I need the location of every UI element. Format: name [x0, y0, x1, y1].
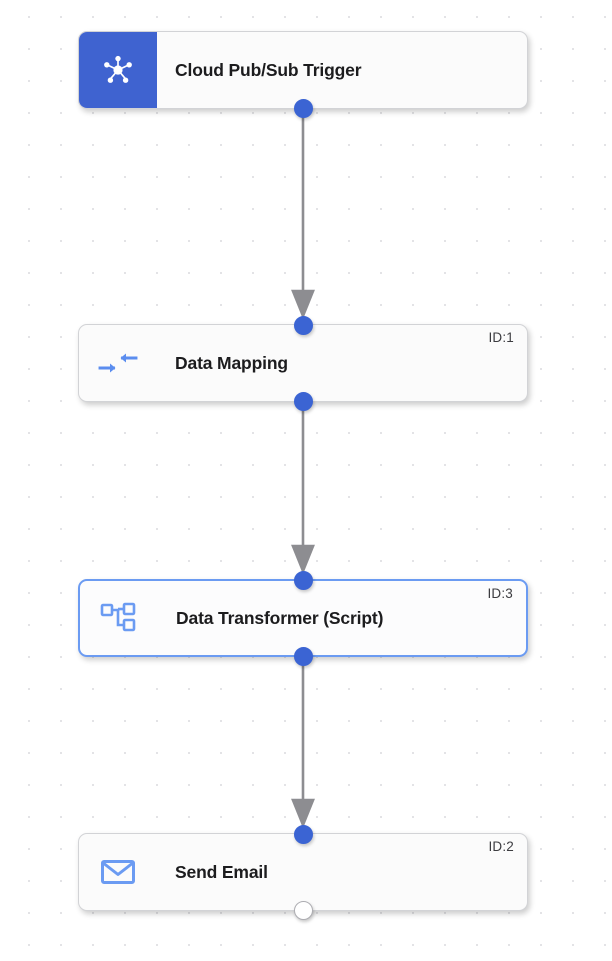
node-id-label: ID:1	[488, 330, 514, 345]
node-input-port[interactable]	[293, 315, 313, 335]
node-schema-icon	[100, 602, 136, 632]
node-send-email[interactable]: Send Email ID:2	[78, 824, 528, 920]
node-label: Data Transformer (Script)	[176, 607, 384, 628]
node-id-label: ID:3	[487, 586, 513, 601]
node-output-port[interactable]	[293, 900, 313, 920]
node-input-port[interactable]	[293, 824, 313, 844]
node-icon-container	[79, 834, 157, 910]
node-icon-container	[79, 32, 157, 108]
node-input-port[interactable]	[293, 570, 313, 590]
node-icon-container	[79, 325, 157, 401]
node-label: Cloud Pub/Sub Trigger	[175, 59, 362, 80]
node-label: Send Email	[175, 861, 268, 882]
node-label: Data Mapping	[175, 352, 288, 373]
node-data-transformer-script[interactable]: Data Transformer (Script) ID:3	[78, 570, 528, 666]
node-icon-container	[80, 581, 158, 655]
pubsub-hub-icon	[104, 55, 132, 83]
node-output-port[interactable]	[293, 646, 313, 666]
node-id-label: ID:2	[488, 839, 514, 854]
envelope-icon	[101, 860, 135, 884]
node-output-port[interactable]	[293, 98, 313, 118]
node-cloud-pubsub-trigger[interactable]: Cloud Pub/Sub Trigger	[78, 31, 528, 118]
node-data-mapping[interactable]: Data Mapping ID:1	[78, 315, 528, 411]
node-output-port[interactable]	[293, 391, 313, 411]
converging-arrows-icon	[98, 353, 138, 373]
